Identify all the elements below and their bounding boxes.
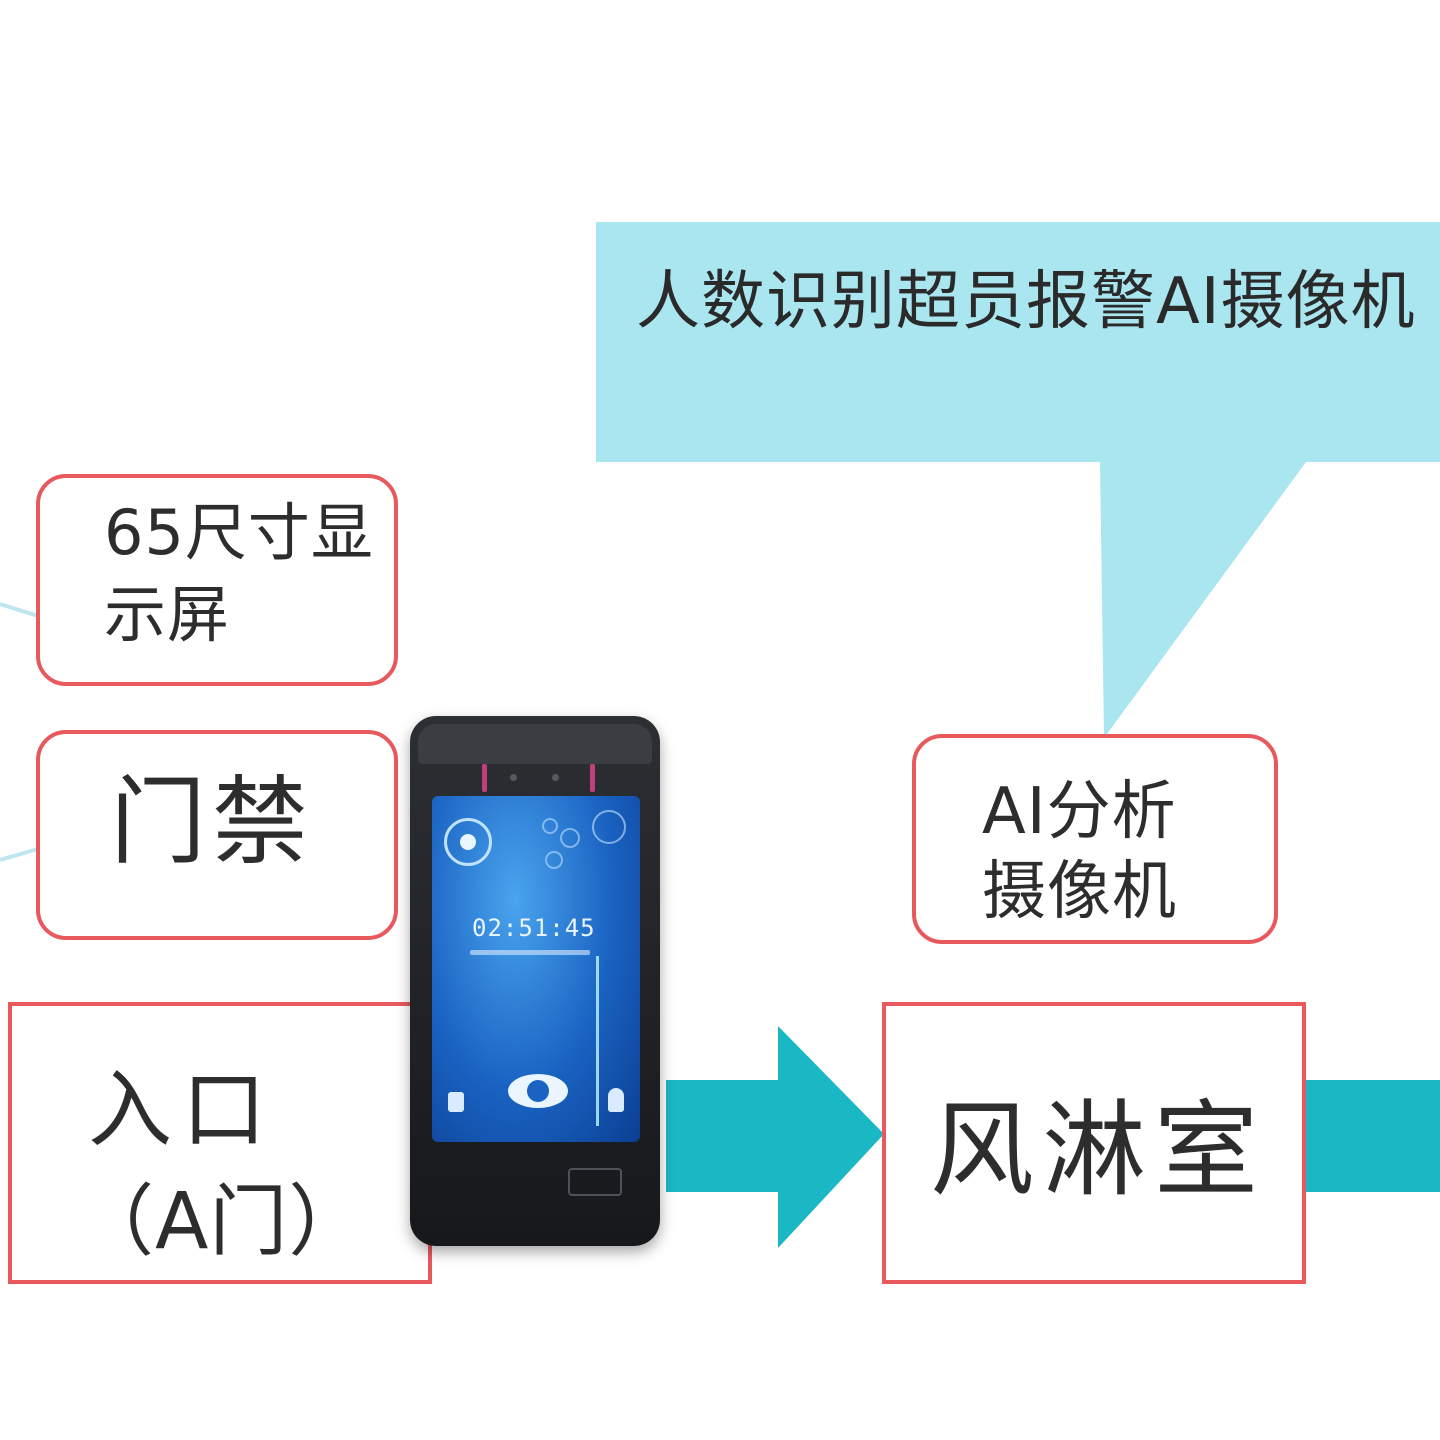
air-shower-box bbox=[882, 1002, 1306, 1284]
terminal-scan-bar bbox=[596, 956, 599, 1126]
bubbles-icon bbox=[542, 818, 580, 869]
access-terminal: 02:51:45 bbox=[410, 716, 660, 1246]
ir-sensor-icon bbox=[590, 764, 595, 792]
callout-label: 人数识别超员报警AI摄像机 bbox=[636, 265, 1416, 339]
ai-camera-label: AI分析摄像机 bbox=[982, 775, 1177, 929]
ai-camera-box bbox=[912, 734, 1278, 944]
terminal-screen: 02:51:45 bbox=[432, 796, 640, 1142]
card-reader-icon bbox=[568, 1168, 622, 1196]
display-label-box bbox=[36, 474, 398, 686]
terminal-date-bar bbox=[470, 950, 590, 955]
face-scan-icon bbox=[444, 818, 492, 866]
door-access-box bbox=[36, 730, 398, 940]
entrance-label: 入口 bbox=[88, 1061, 277, 1159]
camera-lens-icon bbox=[552, 774, 559, 781]
entrance-box bbox=[8, 1002, 432, 1284]
callout-bubble bbox=[596, 222, 1440, 738]
terminal-clock: 02:51:45 bbox=[472, 914, 596, 942]
door-access-label: 门禁 bbox=[110, 766, 314, 878]
person-icon bbox=[608, 1088, 624, 1112]
lock-icon bbox=[448, 1092, 464, 1112]
eye-icon bbox=[508, 1074, 568, 1108]
terminal-top-bezel bbox=[418, 724, 652, 764]
air-shower-label: 风淋室 bbox=[930, 1089, 1267, 1211]
signal-icon bbox=[592, 810, 626, 844]
flow-arrow-right bbox=[666, 1026, 884, 1248]
ir-sensor-icon bbox=[482, 764, 487, 792]
camera-lens-icon bbox=[510, 774, 517, 781]
display-label: 65尺寸显示屏 bbox=[104, 496, 374, 651]
entrance-door-label: （A门） bbox=[76, 1177, 368, 1267]
flow-arrow-continue bbox=[1306, 1080, 1440, 1192]
